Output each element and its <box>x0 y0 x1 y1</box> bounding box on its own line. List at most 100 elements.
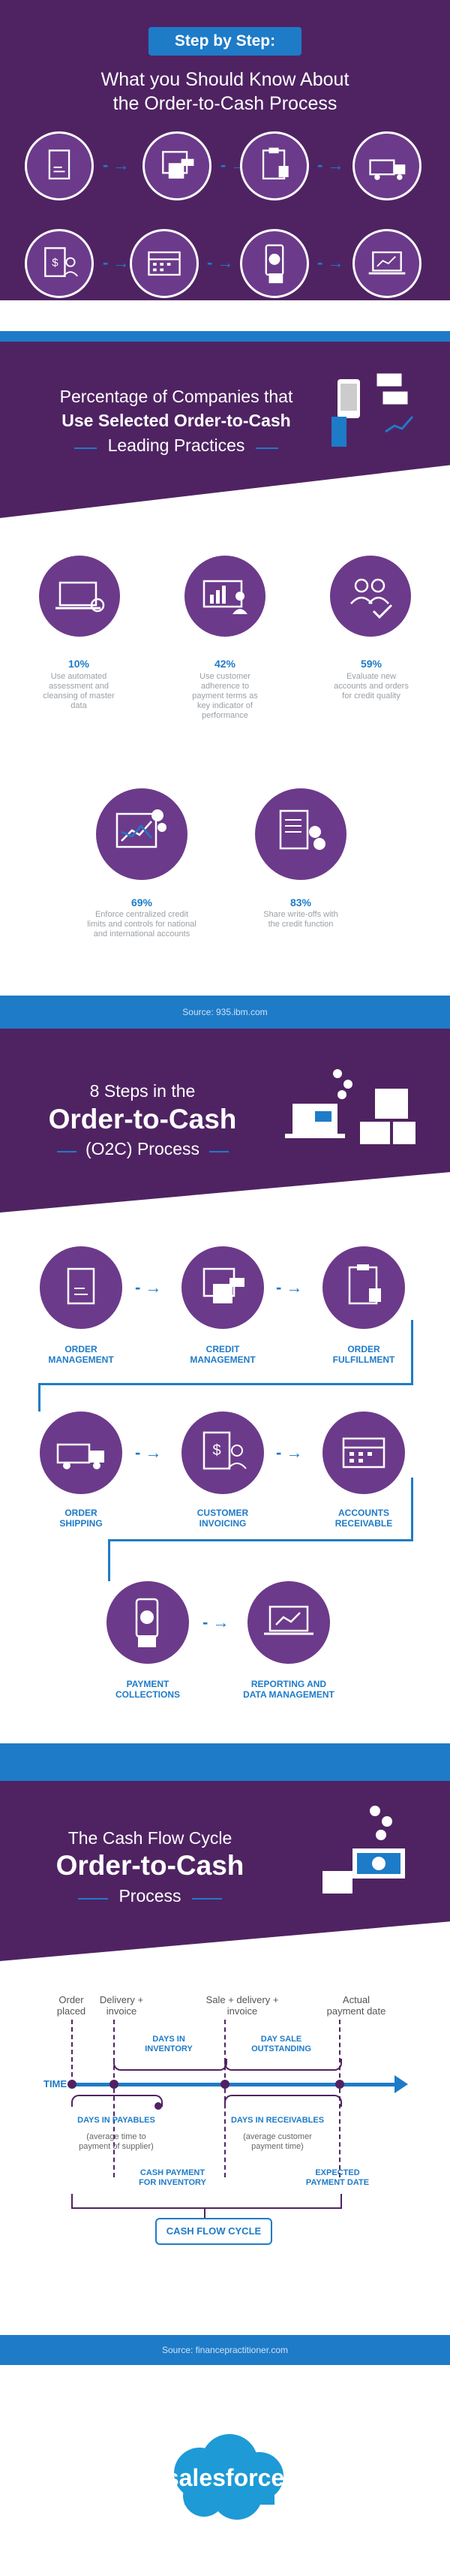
connector-line <box>108 1539 110 1581</box>
arrow-icon: - → <box>202 1613 230 1631</box>
time-label: TIME <box>44 2078 68 2089</box>
divider-band <box>0 331 450 342</box>
arrow-icon: - → <box>317 155 344 174</box>
header-badge: Step by Step: <box>148 27 302 56</box>
arrow-icon: - → <box>103 155 130 174</box>
payment-collections-icon <box>106 1581 189 1664</box>
connector-line <box>38 1383 40 1412</box>
cycle-top-label: Delivery +invoice <box>99 1994 144 2017</box>
days-in-receivables-title: DAYS IN RECEIVABLES <box>230 2116 325 2125</box>
timeline-dot <box>68 2080 76 2089</box>
stat-42-icon <box>184 556 266 637</box>
source-band-2: Source: financepractitioner.com <box>0 2335 450 2365</box>
tick-line <box>71 2020 73 2084</box>
steps-title-line3: (O2C) Process <box>85 1139 200 1158</box>
hand-money-icon <box>308 1796 435 1909</box>
percent-title-line2: Use Selected Order-to-Cash <box>62 411 291 430</box>
steps-title-line2: Order-to-Cash <box>48 1104 237 1134</box>
document-icon <box>25 131 94 200</box>
arrow-icon: - → <box>207 253 234 272</box>
steps-title-line1: 8 Steps in the <box>89 1081 196 1101</box>
cycle-title-line1: The Cash Flow Cycle <box>68 1828 232 1848</box>
accounts-receivable-icon <box>322 1412 405 1494</box>
svg-text:$: $ <box>52 257 58 270</box>
laptop-chart-icon <box>352 229 422 298</box>
svg-text:$: $ <box>212 1442 220 1459</box>
cycle-title-line3-wrap: Process <box>30 1886 270 1906</box>
cycle-banner: The Cash Flow Cycle Order-to-Cash Proces… <box>0 1781 450 1961</box>
stat-10-icon <box>39 556 120 637</box>
arrow-icon: - → <box>103 253 130 272</box>
arrow-icon: - → <box>276 1443 303 1462</box>
timeline-bar <box>74 2083 396 2086</box>
stat-83-icon <box>255 788 346 880</box>
reporting-data-icon <box>248 1581 330 1664</box>
cycle-title-line3: Process <box>118 1886 182 1906</box>
cycle-bracket <box>71 2194 342 2209</box>
clipboard-icon <box>240 131 309 200</box>
header-title-line1: What you Should Know About <box>100 69 350 90</box>
stat-percent: 42% <box>214 658 236 670</box>
calendar-icon <box>130 229 199 298</box>
divider-band-2 <box>0 1743 450 1781</box>
source-text-1: Source: 935.ibm.com <box>182 1007 268 1017</box>
stat-text: Enforce centralized credit limits and co… <box>87 910 196 939</box>
steps-banner: 8 Steps in the Order-to-Cash (O2C) Proce… <box>0 1029 450 1213</box>
cycle-top-label: Sale + delivery +invoice <box>206 1994 279 2017</box>
connector-line <box>38 1383 413 1385</box>
tick-line <box>113 2020 115 2177</box>
brace-days-receivables <box>224 2095 342 2107</box>
header-badge-text: Step by Step: <box>174 32 276 50</box>
arrow-icon: - → <box>135 1278 162 1297</box>
arrow-icon: - → <box>276 1278 303 1297</box>
laptop-boxes-icon <box>285 1059 420 1164</box>
credit-card-icon <box>142 131 212 200</box>
arrow-icon: - → <box>317 253 344 272</box>
order-fulfillment-icon <box>322 1246 405 1329</box>
cycle-title-line2: Order-to-Cash <box>56 1850 244 1881</box>
stat-69-icon <box>96 788 188 880</box>
stat-percent: 69% <box>130 896 153 908</box>
salesforce-logo-text: salesforce <box>165 2464 285 2491</box>
cycle-bracket-stem <box>204 2207 206 2218</box>
stat-percent: 83% <box>290 896 312 908</box>
order-management-icon <box>40 1246 122 1329</box>
percent-title-line1: Percentage of Companies that <box>59 387 293 406</box>
stat-text: Use customer adherence to payment terms … <box>192 672 258 720</box>
salesforce-logo[interactable]: salesforce <box>147 2427 303 2532</box>
connector-line <box>411 1320 413 1383</box>
connector-line <box>108 1539 413 1541</box>
header-section: Step by Step: What you Should Know About… <box>0 0 450 300</box>
stat-text: Use automated assessment and cleansing o… <box>43 672 115 710</box>
stat-percent: 10% <box>68 658 90 670</box>
customer-invoicing-icon: $ <box>182 1412 264 1494</box>
header-title-line2: the Order-to-Cash Process <box>112 93 338 114</box>
source-band-1: Source: 935.ibm.com <box>0 996 450 1029</box>
percent-banner: Percentage of Companies that Use Selecte… <box>0 342 450 518</box>
brace-day-sale <box>224 2059 342 2071</box>
steps-title-line3-wrap: (O2C) Process <box>45 1139 240 1159</box>
stat-text: Evaluate new accounts and orders for cre… <box>334 672 409 700</box>
arrow-icon: - → <box>135 1443 162 1462</box>
timeline-dot <box>110 2080 118 2089</box>
percent-title-line3: Leading Practices <box>107 435 245 455</box>
connector-line <box>411 1478 413 1541</box>
invoice-icon: $ <box>25 229 94 298</box>
timeline-dot <box>154 2102 162 2110</box>
payment-phone-icon <box>240 229 309 298</box>
timeline-dot <box>220 2080 230 2089</box>
